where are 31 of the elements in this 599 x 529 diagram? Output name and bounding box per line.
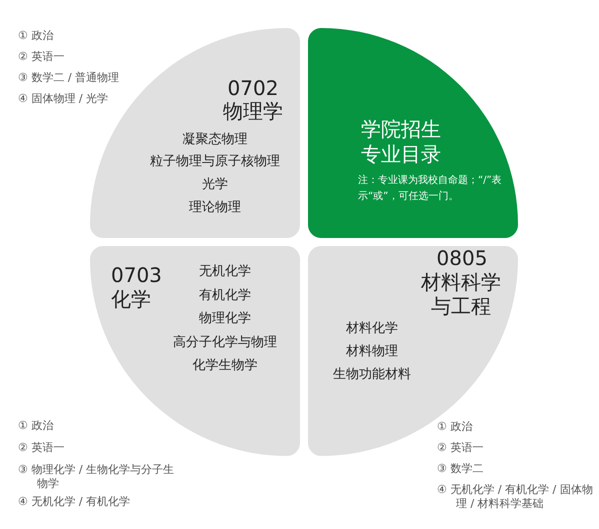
subject-item: 光学 — [201, 176, 229, 194]
subject-item: 高分子化学与物理 — [172, 334, 278, 352]
major-title: 化学 — [111, 287, 152, 311]
major-code: 0702 — [226, 76, 280, 100]
major-code: 0805 — [436, 246, 488, 270]
exam-item: ④ 无机化学 / 有机化学 / 固体物理 / 材料科学基础 — [437, 483, 594, 511]
exam-item: ① 政治 — [18, 29, 54, 43]
note-text: 注：专业课为我校自命题；“/”表示“或”，可任选一门。 — [358, 174, 503, 204]
subject-item: 理论物理 — [188, 199, 242, 217]
subject-item: 有机化学 — [198, 287, 252, 305]
exam-item: ② 英语一 — [437, 441, 484, 455]
subject-item: 凝聚态物理 — [182, 131, 248, 149]
subject-item: 化学生物学 — [192, 357, 258, 375]
catalog-title: 学院招生专业目录 — [361, 117, 442, 167]
exam-item: ② 英语一 — [18, 441, 66, 455]
subject-item: 生物功能材料 — [332, 366, 412, 384]
exam-item: ④ 固体物理 / 光学 — [18, 92, 110, 106]
major-title: 材料科学与工程 — [420, 270, 502, 318]
exam-item: ① 政治 — [18, 419, 54, 433]
subject-item: 粒子物理与原子核物理 — [149, 153, 281, 171]
exam-item: ③ 数学二 / 普通物理 — [18, 71, 120, 85]
exam-item: ④ 无机化学 / 有机化学 — [18, 495, 132, 509]
exam-item: ③ 数学二 — [437, 462, 484, 476]
major-code: 0703 — [111, 263, 163, 287]
exam-item: ③ 物理化学 / 生物化学与分子生物学 — [18, 463, 176, 491]
subject-item: 材料化学 — [345, 320, 399, 338]
exam-item: ① 政治 — [437, 420, 474, 434]
subject-item: 物理化学 — [198, 310, 252, 328]
major-title: 物理学 — [222, 99, 284, 123]
exam-item: ② 英语一 — [18, 50, 66, 64]
subject-item: 材料物理 — [345, 343, 399, 361]
